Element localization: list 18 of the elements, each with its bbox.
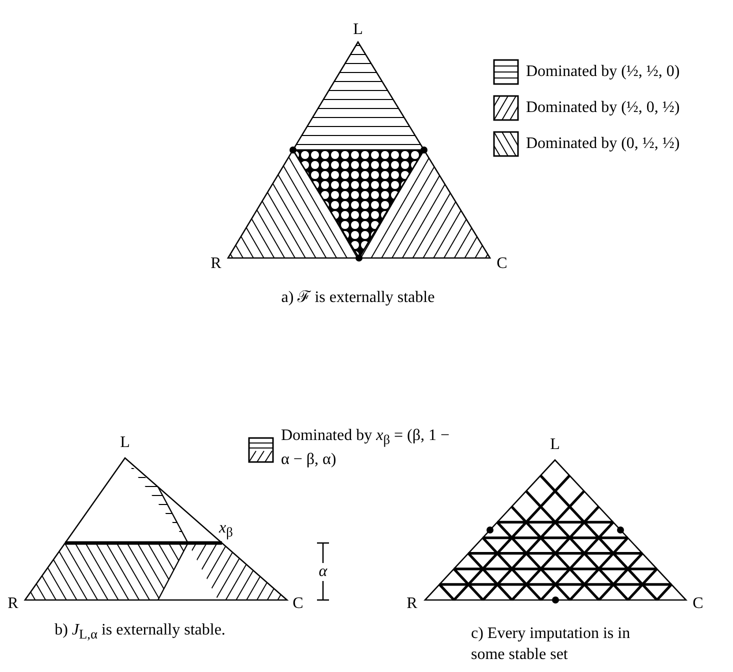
vertex-label: L	[550, 436, 560, 454]
dimension-label: α	[318, 563, 328, 581]
legend-text: Dominated by (½, 0, ½)	[526, 99, 680, 117]
legend-text: Dominated by (0, ½, ½)	[526, 135, 680, 153]
legend-text: Dominated by (½, ½, 0)	[526, 63, 680, 81]
point-label: x$_{β}$	[219, 519, 233, 541]
vertex-label: C	[692, 595, 704, 613]
vertex-label: R	[406, 595, 418, 613]
vertex-label: C	[496, 255, 508, 273]
vertex-label: L	[120, 434, 130, 452]
vertex-label: R	[210, 255, 222, 273]
vertex-label: C	[292, 595, 304, 613]
caption: b) J$_{L,α}$ is externally stable.	[54, 621, 226, 643]
vertex-label: R	[8, 595, 18, 613]
caption: a) ℱ is externally stable	[281, 288, 435, 307]
legend-text: Dominated by x$_{β}$ = (β, 1 − α − β, α)	[281, 426, 450, 470]
caption: c) Every imputation is in some stable set	[471, 624, 632, 665]
vertex-label: L	[353, 21, 363, 39]
